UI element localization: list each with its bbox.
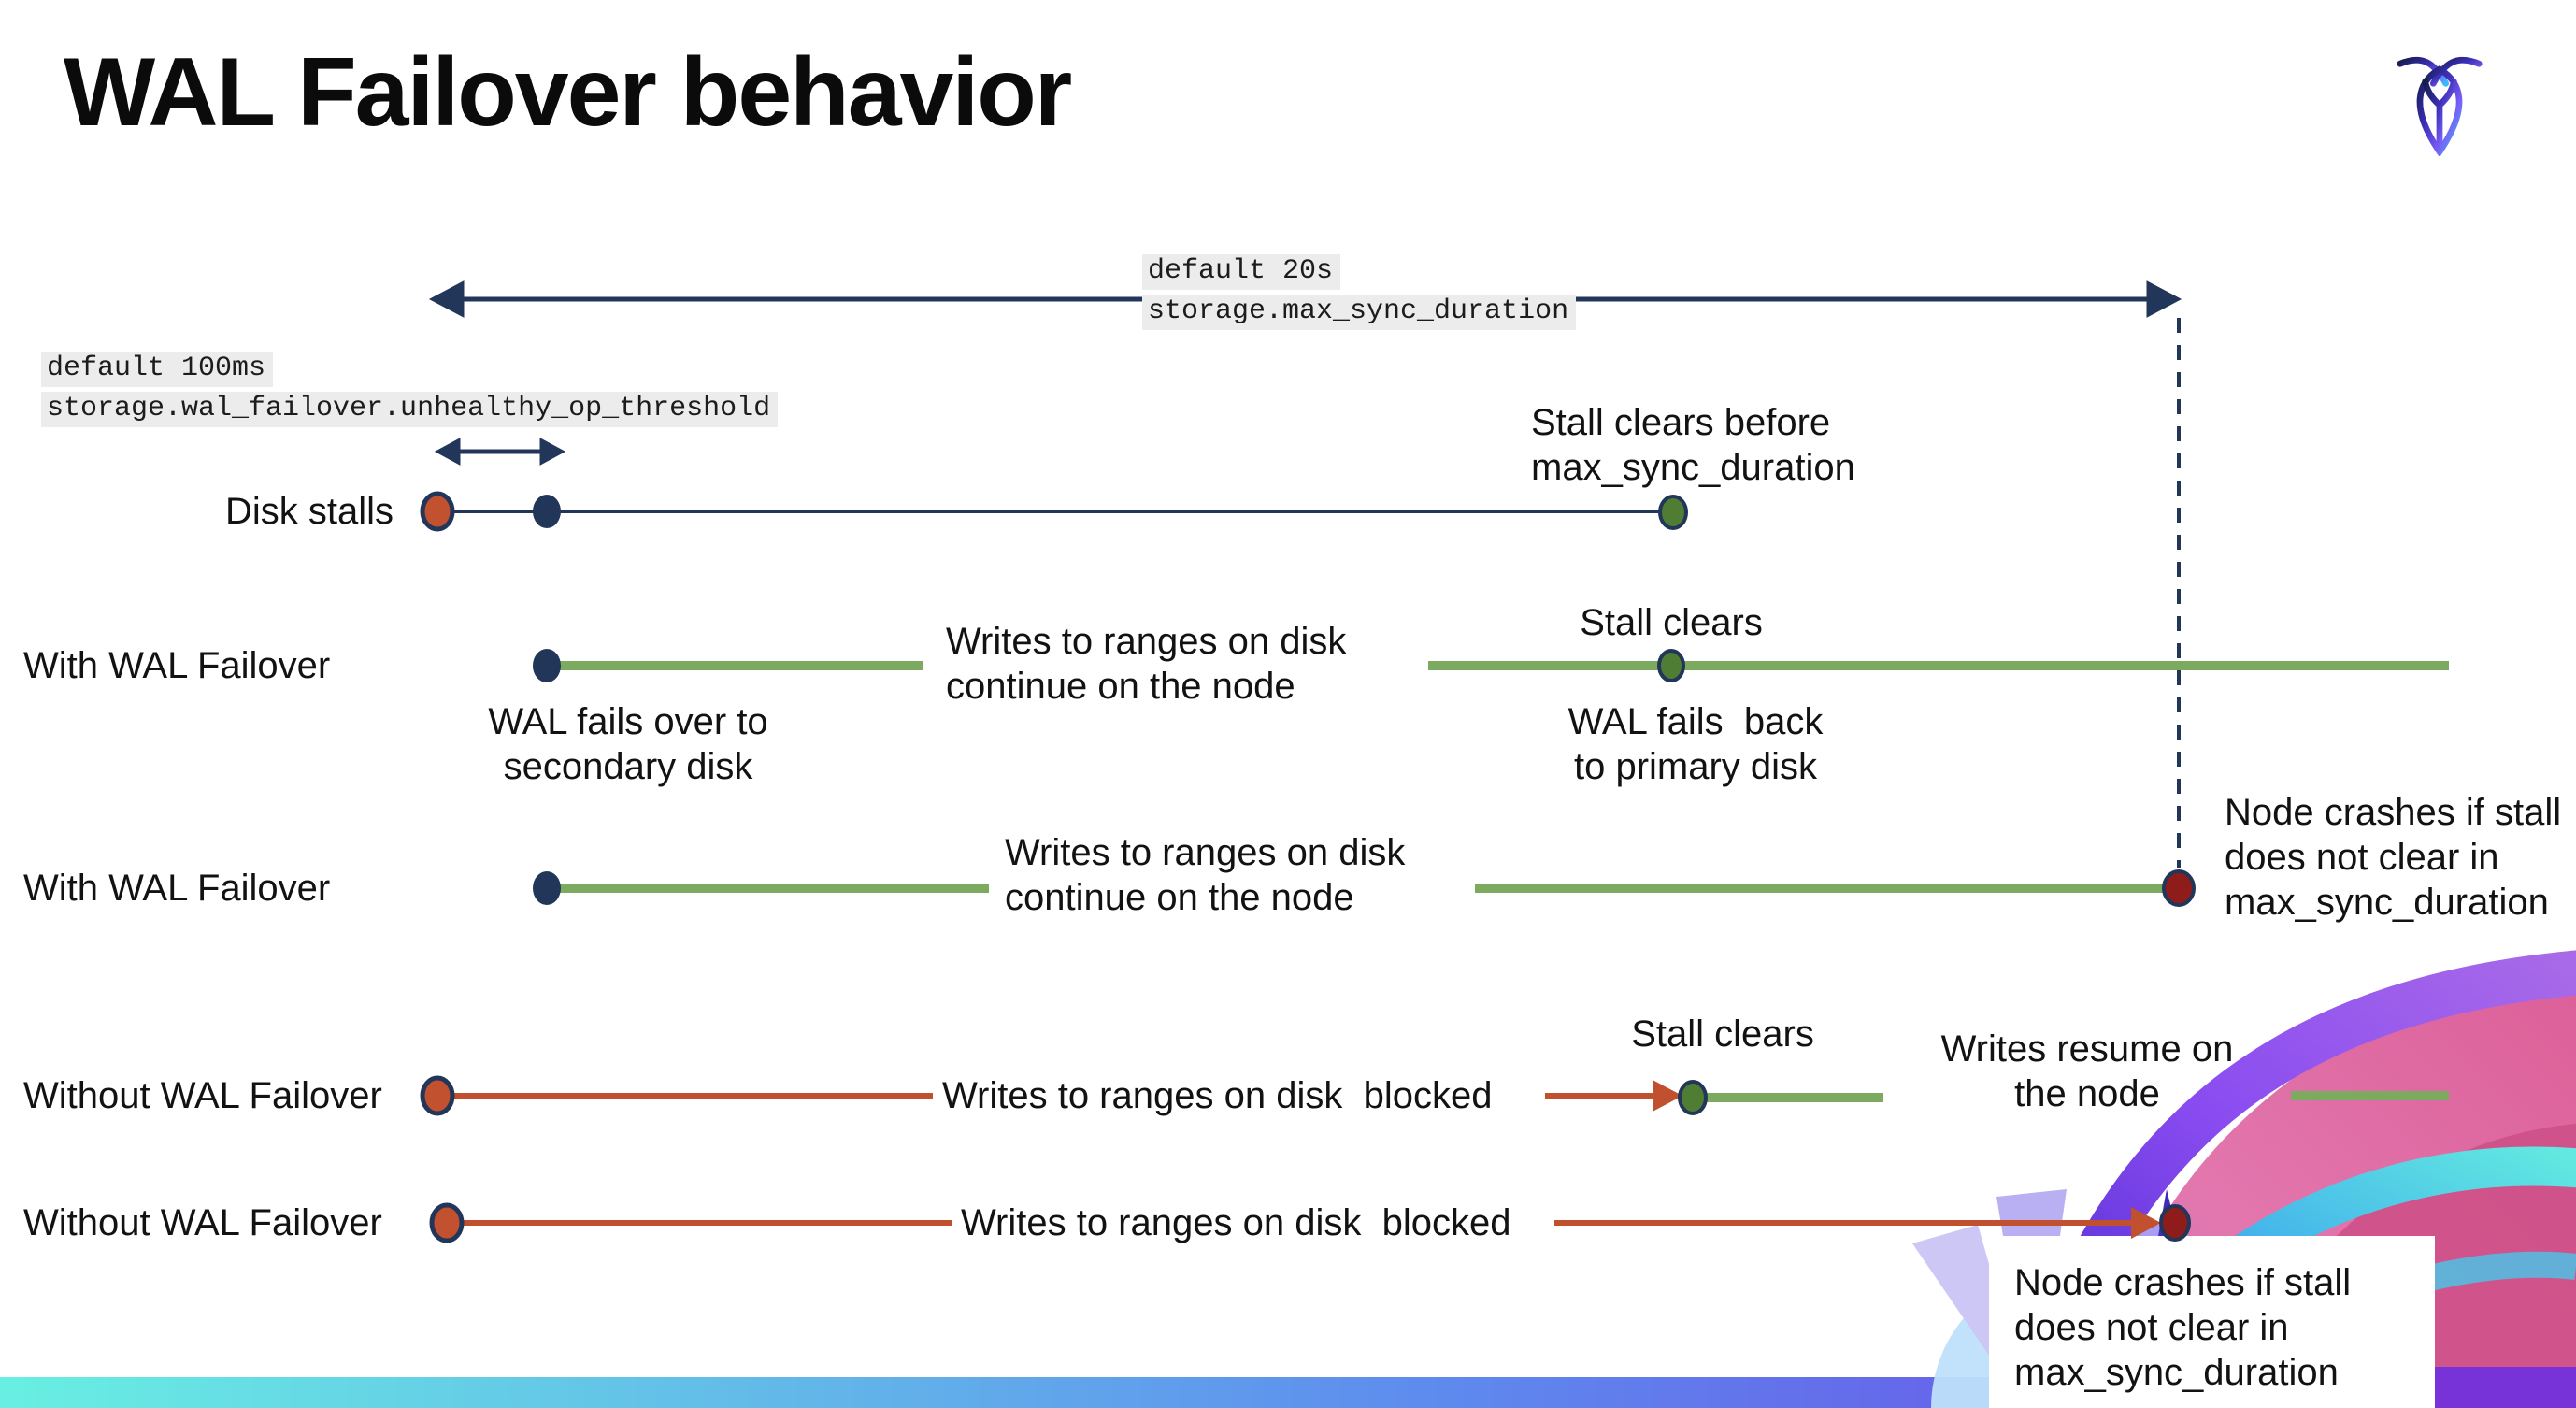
unhealthy-op-threshold-callout: default 100ms storage.wal_failover.unhea… [41,352,779,427]
arrowhead-right [539,438,566,466]
stall-start-dot [420,491,455,532]
arrowhead-right [2146,280,2182,318]
max-sync-setting-name: storage.max_sync_duration [1142,295,1577,330]
row-label-with-wal-2: With WAL Failover [23,868,331,909]
row-label-without-wal-1: Without WAL Failover [23,1075,382,1116]
stall-clears-caption: Stall clears [1631,1013,1814,1055]
failover-dot [533,649,561,682]
writes-continue-caption: Writes to ranges on disk continue on the… [1005,832,1406,918]
stall-clear-dot [1678,1080,1708,1115]
blocked-arrowhead [1653,1080,1682,1112]
max-sync-duration-callout: default 20s storage.max_sync_duration [1142,254,1577,330]
writes-resume-caption: Writes resume on the node [1940,1028,2234,1114]
unhealthy-op-threshold-arrow [434,438,566,466]
unhealthy-op-default-value: default 100ms [41,352,274,387]
cockroachdb-logo-icon [2397,56,2483,156]
wal-fails-over-caption: WAL fails over to secondary disk [488,701,768,787]
arrowhead-left [434,438,461,466]
row-label-disk-stalls: Disk stalls [225,491,394,532]
stall-clears-caption: Stall clears [1580,602,1763,643]
crash-caption-card [1989,1236,2435,1408]
max-sync-default-value: default 20s [1142,254,1341,290]
stall-clear-dot [1657,649,1685,682]
node-crashes-caption: Node crashes if stall does not clear in … [2225,792,2562,923]
arrowhead-left [428,280,465,318]
wal-fails-back-caption: WAL fails back to primary disk [1567,701,1824,787]
stall-start-dot [429,1202,465,1243]
writes-continue-caption: Writes to ranges on disk continue on the… [946,621,1347,707]
writes-blocked-caption: Writes to ranges on disk blocked [942,1075,1493,1116]
row-label-without-wal-2: Without WAL Failover [23,1202,382,1243]
row-label-with-wal-1: With WAL Failover [23,645,331,686]
page-title: WAL Failover behavior [64,38,1072,147]
stall-start-dot [420,1075,455,1116]
stall-clear-dot [1658,495,1688,530]
stall-clears-before-caption: Stall clears before max_sync_duration [1531,402,1855,488]
node-crashes-caption: Node crashes if stall does not clear in … [2014,1262,2352,1393]
writes-blocked-caption: Writes to ranges on disk blocked [961,1202,1511,1243]
threshold-dot [533,495,561,528]
failover-dot [533,871,561,905]
unhealthy-op-setting-name: storage.wal_failover.unhealthy_op_thresh… [41,392,779,427]
